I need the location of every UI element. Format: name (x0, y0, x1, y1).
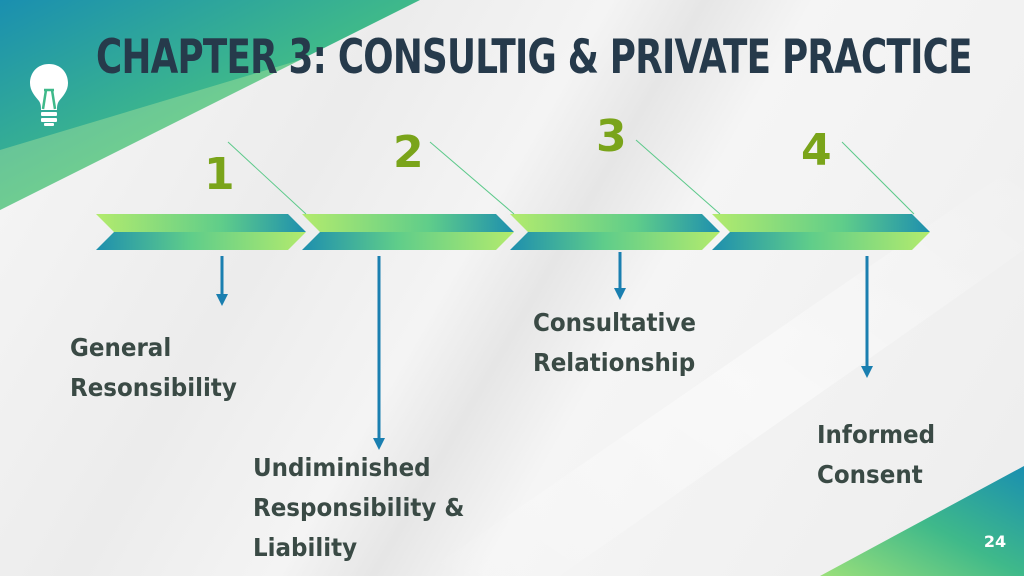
top-left-accent-light (0, 60, 300, 210)
leader-line-3 (635, 139, 721, 215)
step-label-4-line-2: Consent (817, 460, 923, 489)
step-number-2: 2 (393, 127, 424, 178)
step-label-2-line-3: Liability (253, 533, 358, 562)
step-number-1: 1 (204, 149, 235, 200)
page-number: 24 (983, 532, 1007, 551)
arrow-down-icon (373, 256, 385, 450)
step-label-3-line-2: Relationship (533, 348, 696, 377)
step-label-2-line-2: Responsibility & (253, 493, 465, 522)
top-left-accent (0, 0, 420, 210)
step-number-3: 3 (596, 111, 627, 162)
leader-line-2 (429, 141, 515, 215)
bottom-right-accent (820, 466, 1024, 576)
step-label-4-line-1: Informed (817, 420, 936, 449)
step-label-2: Undiminished Responsibility & Liability (253, 448, 464, 568)
arrow-down-icon (216, 256, 228, 306)
timeline-segment-4 (712, 214, 930, 250)
step-label-3: Consultative Relationship (533, 303, 696, 383)
arrow-down-icon (861, 256, 873, 378)
step-number-4: 4 (801, 125, 832, 176)
leader-line-4 (841, 141, 915, 215)
timeline-segment-1 (96, 214, 306, 250)
step-label-3-line-1: Consultative (533, 308, 696, 337)
timeline-segment-3 (510, 214, 720, 250)
step-label-2-line-1: Undiminished (253, 453, 431, 482)
timeline-segment-2 (302, 214, 514, 250)
leader-line-1 (227, 141, 307, 215)
diagonal-sheen (420, 160, 1024, 576)
step-label-1: General Resonsibility (70, 328, 237, 408)
step-label-1-line-1: General (70, 333, 172, 362)
step-label-4: Informed Consent (817, 415, 935, 495)
step-label-1-line-2: Resonsibility (70, 373, 237, 402)
arrow-down-icon (614, 252, 626, 300)
lightbulb-icon (30, 64, 68, 126)
